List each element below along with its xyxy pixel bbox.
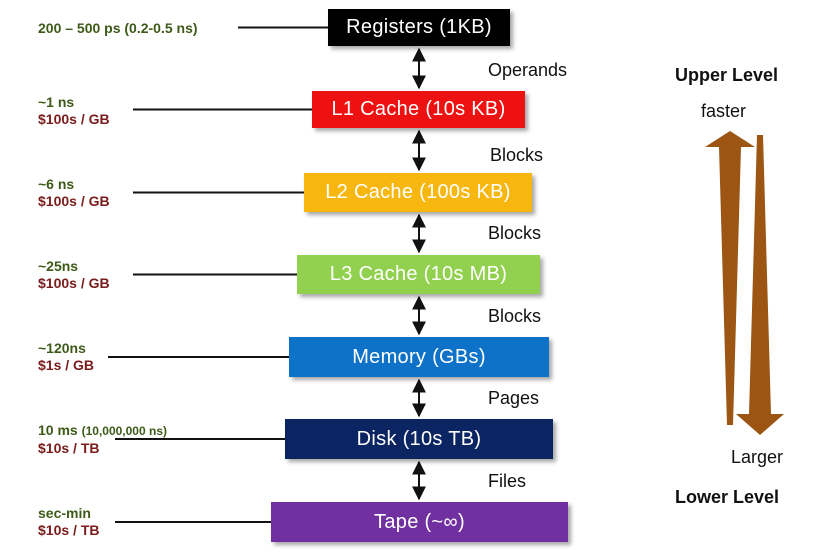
latency-label: ~25ns <box>38 258 79 274</box>
level-name: L1 Cache (10s KB) <box>331 98 506 120</box>
latency-label: ~1 ns <box>38 94 75 110</box>
latency-label: ~120ns <box>38 340 86 356</box>
cost-label: $1s / GB <box>38 357 95 373</box>
transfer-unit-label: Operands <box>488 60 568 80</box>
transfer-unit-label: Pages <box>488 388 540 408</box>
up-arrow-icon <box>705 131 755 425</box>
level-meta-registers: 200 – 500 ps (0.2-0.5 ns) <box>38 20 198 37</box>
level-box-registers: Registers (1KB) <box>328 9 510 46</box>
transfer-unit-label: Blocks <box>490 145 544 165</box>
transfer-unit-label: Files <box>488 471 527 491</box>
level-name: Registers (1KB) <box>346 16 492 38</box>
level-name: L2 Cache (100s KB) <box>325 181 511 203</box>
level-box-tape: Tape (~∞) <box>271 502 568 542</box>
latency-label: ~6 ns <box>38 176 75 192</box>
level-name: Memory (GBs) <box>352 345 486 368</box>
latency-value: 10 ms <box>38 422 78 438</box>
transfer-unit-label: Blocks <box>488 306 542 326</box>
transfer-unit-label: Blocks <box>488 223 542 243</box>
cost-label: $100s / GB <box>38 111 110 127</box>
lower-level-label: Lower Level <box>675 487 780 507</box>
level-box-disk: Disk (10s TB) <box>285 419 553 459</box>
level-meta-l1-cache: ~1 ns $100s / GB <box>38 94 110 128</box>
level-meta-l2-cache: ~6 ns $100s / GB <box>38 176 110 210</box>
cost-label: $100s / GB <box>38 193 110 209</box>
upper-level-label: Upper Level <box>675 65 779 85</box>
latency-label: 10 ms (10,000,000 ns) <box>38 422 167 440</box>
latency-label: sec-min <box>38 505 91 521</box>
level-meta-disk: 10 ms (10,000,000 ns) $10s / TB <box>38 422 167 457</box>
latency-note: (10,000,000 ns) <box>81 424 167 438</box>
level-box-l3-cache: L3 Cache (10s MB) <box>297 255 540 294</box>
cost-label: $10s / TB <box>38 440 100 456</box>
level-meta-l3-cache: ~25ns $100s / GB <box>38 258 110 292</box>
down-arrow-icon <box>736 135 784 435</box>
cost-label: $100s / GB <box>38 275 110 291</box>
level-box-memory: Memory (GBs) <box>289 337 549 377</box>
level-meta-tape: sec-min $10s / TB <box>38 505 99 539</box>
faster-label: faster <box>701 101 747 121</box>
latency-label: 200 – 500 ps (0.2-0.5 ns) <box>38 20 198 36</box>
larger-label: Larger <box>731 447 784 467</box>
level-meta-memory: ~120ns $1s / GB <box>38 340 94 374</box>
level-box-l2-cache: L2 Cache (100s KB) <box>304 173 532 212</box>
cost-label: $10s / TB <box>38 522 100 538</box>
level-name: L3 Cache (10s MB) <box>329 263 508 285</box>
level-name: Disk (10s TB) <box>356 427 482 450</box>
level-box-l1-cache: L1 Cache (10s KB) <box>312 91 525 128</box>
level-name: Tape (~∞) <box>374 510 465 533</box>
